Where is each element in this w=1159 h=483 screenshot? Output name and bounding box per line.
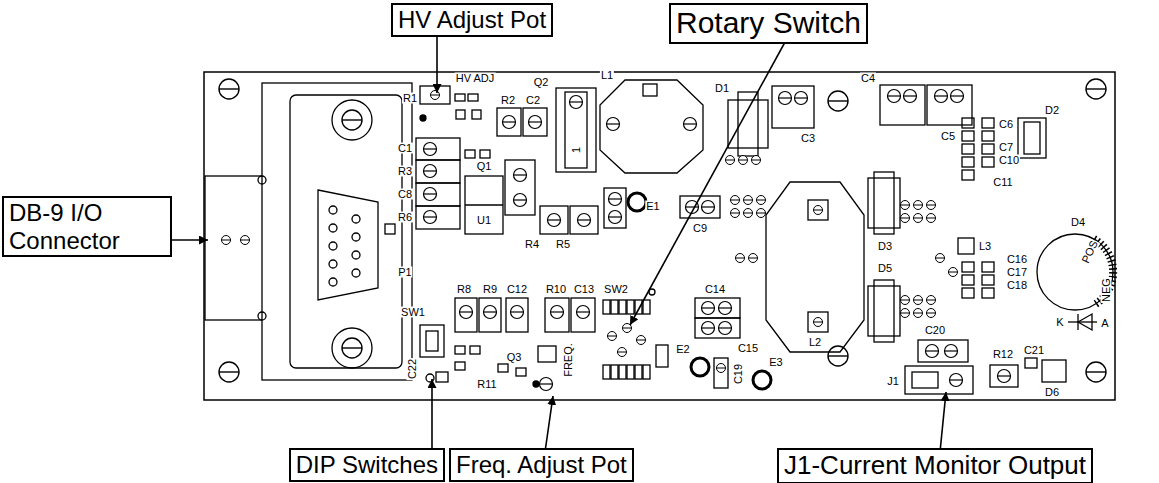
part-designator: P1 <box>397 267 412 278</box>
part-designator: C6 <box>998 119 1014 130</box>
callout-box: Freq. Adjust Pot <box>449 448 634 482</box>
part-designator: C17 <box>1006 267 1028 278</box>
callout-text: DIP Switches <box>296 451 438 479</box>
part-designator: E2 <box>675 344 690 355</box>
callout-text: J1-Current Monitor Output <box>784 451 1086 481</box>
part-designator: J1 <box>886 376 900 387</box>
part-designator: C7 <box>998 142 1014 153</box>
part-designator: Q3 <box>506 352 523 363</box>
part-designator: U1 <box>476 215 492 226</box>
part-designator: L1 <box>600 70 614 81</box>
part-designator: D6 <box>1044 387 1060 398</box>
callout-box: HV Adjust Pot <box>391 3 553 37</box>
part-designator: K <box>1055 317 1064 328</box>
part-designator: C12 <box>506 284 528 295</box>
part-designator: NEG <box>1101 277 1112 303</box>
part-designator: C20 <box>924 325 946 336</box>
part-designator: C16 <box>1006 254 1028 265</box>
part-designator: C13 <box>573 284 595 295</box>
part-designator: C22 <box>407 358 418 380</box>
part-designator: D5 <box>877 263 893 274</box>
part-designator: D3 <box>877 241 893 252</box>
part-designator: C8 <box>397 189 413 200</box>
part-designator: R2 <box>500 95 516 106</box>
part-designator: FREQ. <box>563 342 574 378</box>
part-designator: C11 <box>992 177 1013 188</box>
part-designator: C1 <box>397 143 413 154</box>
part-designator: C3 <box>800 133 816 144</box>
part-designator: R8 <box>456 284 472 295</box>
part-designator: R12 <box>992 349 1014 360</box>
part-designator: R6 <box>397 212 413 223</box>
part-designator: R5 <box>555 239 571 250</box>
part-designator: C5 <box>940 131 956 142</box>
callout-text: DB-9 I/O Connector <box>9 199 165 254</box>
circuit-board <box>204 72 1115 400</box>
part-designator: SW1 <box>400 307 426 318</box>
callout-text: Freq. Adjust Pot <box>456 451 627 479</box>
part-designator: A <box>1100 318 1109 329</box>
callout-box: DB-9 I/O Connector <box>2 196 172 257</box>
part-designator: R1 <box>402 93 418 104</box>
part-designator: Q1 <box>476 161 493 172</box>
part-designator: C4 <box>860 73 876 84</box>
part-designator: E3 <box>768 357 783 368</box>
part-designator: R11 <box>476 379 497 390</box>
part-designator: C10 <box>998 155 1020 166</box>
callout-text: HV Adjust Pot <box>398 6 546 34</box>
callout-box: DIP Switches <box>289 448 445 482</box>
part-designator: D2 <box>1044 105 1060 116</box>
part-designator: R10 <box>545 284 567 295</box>
part-designator: C19 <box>733 363 744 385</box>
callout-text: Rotary Switch <box>676 6 861 41</box>
part-designator: 1 <box>571 146 582 154</box>
part-designator: R9 <box>482 284 498 295</box>
part-designator: R4 <box>524 239 540 250</box>
leader-lines <box>168 30 946 452</box>
part-designator: D1 <box>714 83 730 94</box>
part-designator: E1 <box>645 201 660 212</box>
part-designator: R3 <box>397 166 413 177</box>
part-designator: HV ADJ <box>455 73 496 84</box>
callout-box: Rotary Switch <box>669 3 868 44</box>
part-designator: D4 <box>1070 217 1086 228</box>
part-designator: C18 <box>1006 280 1028 291</box>
part-designator: C14 <box>704 284 726 295</box>
part-designator: Q2 <box>533 77 550 88</box>
part-designator: L2 <box>808 337 822 348</box>
part-designator: C15 <box>737 343 759 354</box>
part-designator: SW2 <box>603 284 629 295</box>
part-designator: L3 <box>978 241 992 252</box>
callout-box: J1-Current Monitor Output <box>777 448 1093 483</box>
part-designator: C9 <box>692 223 708 234</box>
part-designator: C21 <box>1023 345 1045 356</box>
part-designator: C2 <box>525 95 541 106</box>
